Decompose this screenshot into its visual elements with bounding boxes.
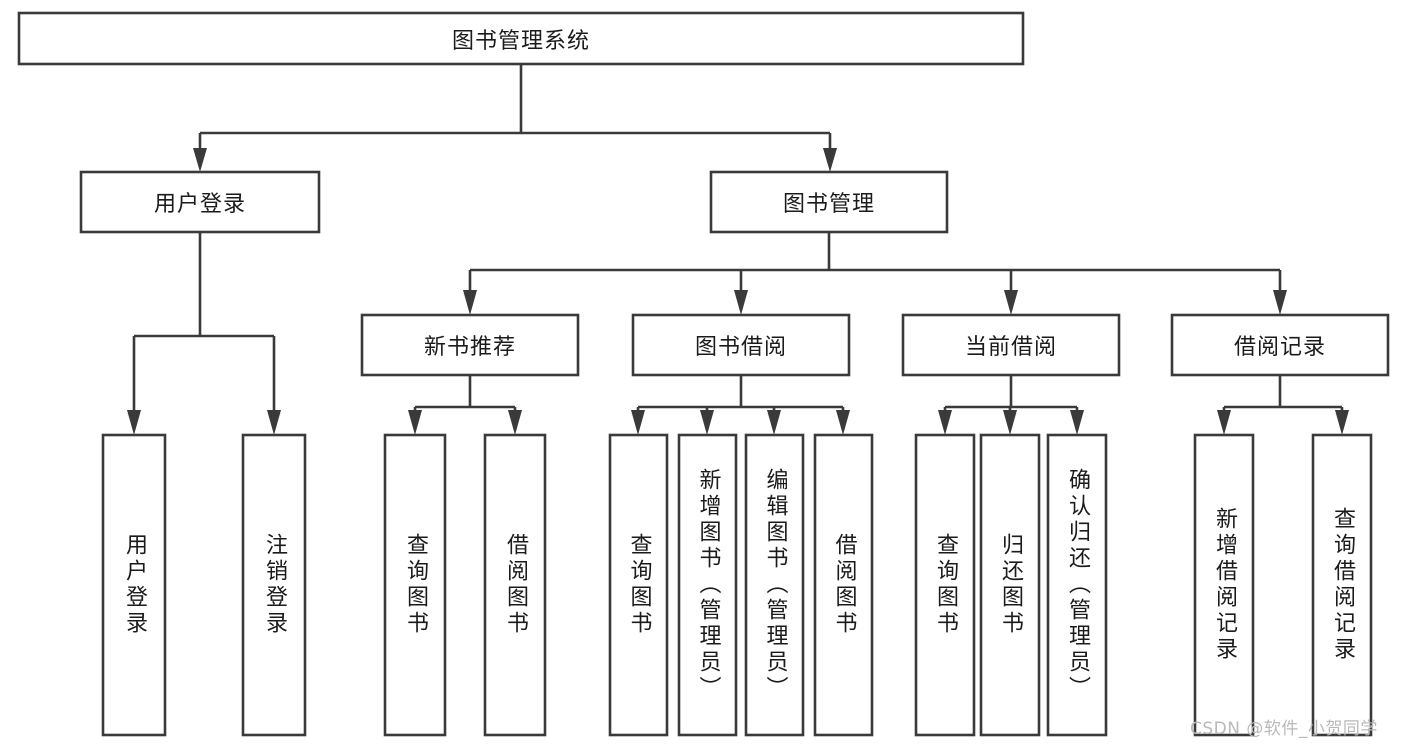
- leaf-box-confirm-return-admin[interactable]: [1046, 433, 1108, 737]
- connector-borrowrecord-to-leaves: [1217, 375, 1349, 435]
- node-box-current-borrow[interactable]: [901, 313, 1121, 377]
- leaf-box-borrow-book-2[interactable]: [813, 433, 874, 737]
- leaf-box-query-book-2[interactable]: [608, 433, 669, 737]
- leaf-box-add-borrow-record[interactable]: [1193, 433, 1255, 737]
- leaf-box-user-logout[interactable]: [241, 433, 307, 737]
- connector-root-to-level2: [193, 64, 837, 172]
- connector-bookmgmt-to-level3: [463, 232, 1287, 315]
- node-box-book-borrow[interactable]: [631, 313, 851, 377]
- leaf-box-add-book-admin[interactable]: [677, 433, 738, 737]
- connector-userlogin-to-leaves: [127, 232, 281, 435]
- node-box-user-login[interactable]: [79, 170, 321, 234]
- connector-currentborrow-to-leaves: [938, 375, 1084, 435]
- node-box-root[interactable]: [17, 11, 1025, 66]
- leaf-box-return-book[interactable]: [979, 433, 1041, 737]
- leaf-box-user-login[interactable]: [101, 433, 167, 737]
- node-box-book-management[interactable]: [709, 170, 949, 234]
- watermark-text: CSDN @软件_小贺同学: [1190, 719, 1378, 739]
- connector-newbook-to-leaves: [408, 375, 522, 435]
- node-box-borrow-record[interactable]: [1170, 313, 1390, 377]
- connector-bookborrow-to-leaves: [631, 375, 850, 435]
- node-box-new-book-recommend[interactable]: [360, 313, 580, 377]
- leaf-box-borrow-book-1[interactable]: [483, 433, 547, 737]
- leaf-box-edit-book-admin[interactable]: [744, 433, 805, 737]
- leaf-box-query-book-3[interactable]: [914, 433, 976, 737]
- leaf-box-query-borrow-record[interactable]: [1311, 433, 1373, 737]
- leaf-box-query-book-1[interactable]: [383, 433, 447, 737]
